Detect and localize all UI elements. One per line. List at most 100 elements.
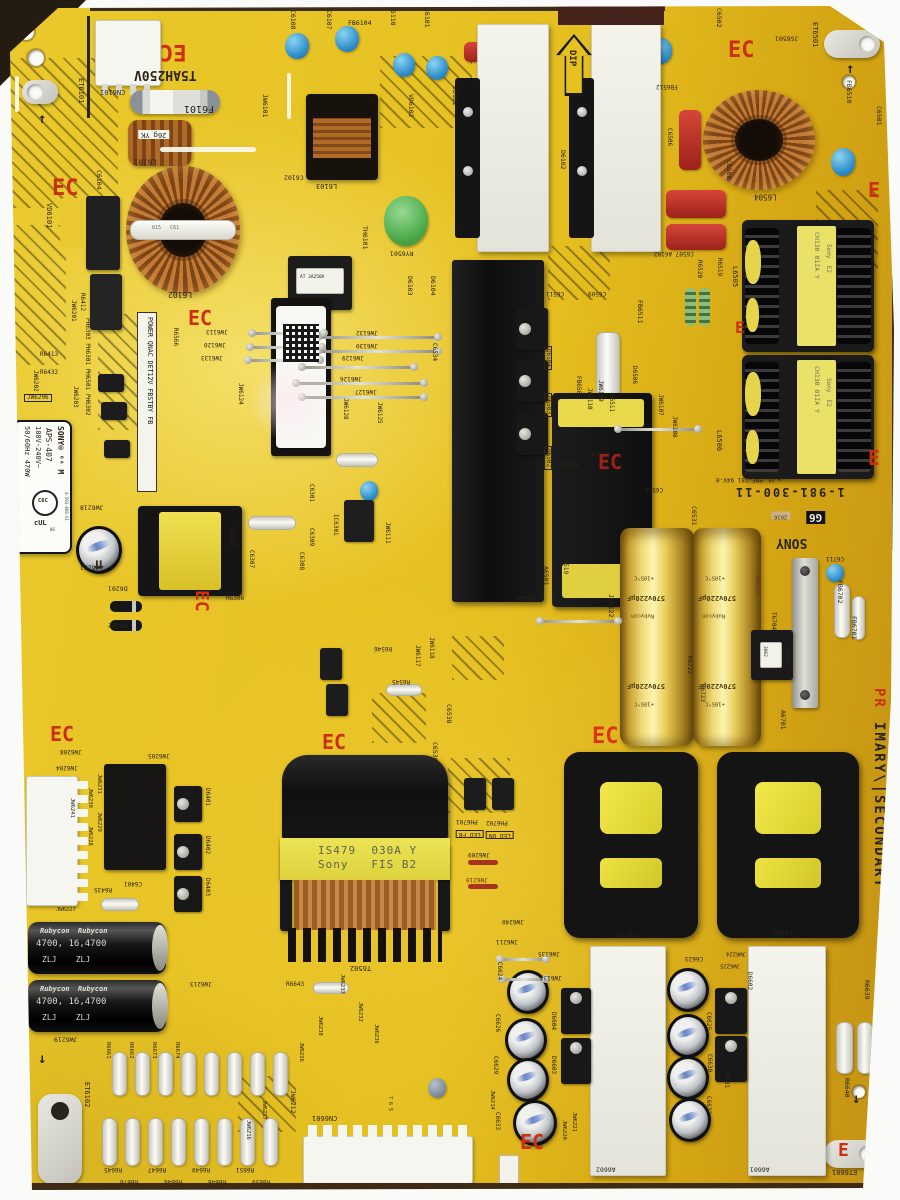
silkscreen-label: JW6109 bbox=[597, 380, 604, 402]
resistor-ceramic bbox=[834, 584, 850, 638]
optocoupler bbox=[492, 778, 514, 810]
capacitor-rubycon bbox=[28, 980, 168, 1032]
silkscreen-label: D6103 bbox=[406, 276, 414, 296]
silkscreen-label: C6401 bbox=[124, 880, 143, 887]
silkscreen-label: SONY® ᴳᴬ M bbox=[56, 426, 65, 475]
connector-cn6401 bbox=[26, 776, 88, 906]
silkscreen-label: D6202 bbox=[108, 621, 128, 630]
choke-l6103 bbox=[306, 94, 378, 180]
jumper-red bbox=[468, 860, 498, 865]
silkscreen-label: JW6231 bbox=[96, 774, 102, 794]
resistor bbox=[135, 1052, 150, 1096]
silkscreen-label: JW6216 bbox=[245, 1120, 251, 1140]
silkscreen-label: FB6702 bbox=[836, 580, 844, 604]
silkscreen-label: C6623 bbox=[685, 955, 704, 962]
silkscreen-label: IMARY\|SECONDARY bbox=[871, 722, 887, 889]
transformer-t6502-core bbox=[282, 755, 448, 843]
silkscreen-label: JW6232 bbox=[357, 1002, 363, 1022]
silkscreen-label: JW6125 bbox=[376, 402, 383, 424]
transistor-sot bbox=[104, 440, 130, 458]
trace-gloss bbox=[160, 147, 256, 152]
silkscreen-label: R6412 bbox=[79, 293, 86, 312]
silkscreen-label: FB6512 bbox=[656, 83, 678, 90]
silkscreen-label: C6C bbox=[38, 498, 48, 504]
label-strip bbox=[797, 360, 836, 474]
silkscreen-label: JW6132 bbox=[356, 329, 378, 336]
sony-sticker bbox=[12, 420, 72, 554]
silkscreen-label: CH130 01IA Y bbox=[813, 366, 821, 413]
solder-pad bbox=[853, 1086, 865, 1098]
resistor-white bbox=[386, 684, 422, 696]
resistor-white bbox=[336, 453, 378, 467]
silkscreen-label: ↓ bbox=[38, 1051, 47, 1067]
heatsink-white bbox=[590, 946, 666, 1176]
transistor bbox=[516, 360, 548, 402]
silkscreen-label: DIP bbox=[567, 50, 577, 67]
ic-soic bbox=[344, 500, 374, 542]
silkscreen-label: +105°C bbox=[634, 574, 654, 581]
silkscreen-label: C6501 bbox=[875, 106, 883, 126]
silkscreen-label: 4-593-668-01 bbox=[64, 492, 69, 521]
resistor bbox=[102, 1118, 117, 1166]
silkscreen-label: JW6213 bbox=[190, 980, 212, 987]
jumper-wire bbox=[536, 617, 622, 625]
silkscreen-label: CN6401 bbox=[15, 748, 23, 774]
silkscreen-label: C6545 bbox=[645, 486, 664, 493]
silkscreen-label: RY6501 bbox=[390, 249, 414, 258]
silkscreen-label: Q6504 bbox=[544, 346, 552, 371]
t6704-label bbox=[760, 642, 782, 668]
resistor bbox=[194, 1118, 209, 1166]
resistor bbox=[217, 1118, 232, 1166]
capacitor-c6201 bbox=[76, 526, 122, 574]
bracket-a6701 bbox=[792, 558, 818, 708]
silkscreen-label: JW6241 bbox=[69, 798, 75, 818]
silkscreen-label: CN6101 bbox=[100, 88, 126, 96]
toroid-l6504 bbox=[703, 90, 815, 190]
resistor bbox=[125, 1118, 140, 1166]
silkscreen-label: IC6301 bbox=[332, 514, 339, 536]
silkscreen-label: FB6505 bbox=[575, 376, 582, 398]
silkscreen-label: JW6208 bbox=[60, 748, 82, 755]
silkscreen-label: Rubycon bbox=[631, 612, 655, 619]
silkscreen-label: R6520 bbox=[696, 260, 703, 279]
resistor bbox=[148, 1118, 163, 1166]
silkscreen-label: C6629 bbox=[492, 1056, 499, 1075]
dark-strip-top bbox=[90, 6, 665, 11]
resistor-ceramic bbox=[836, 1022, 853, 1074]
diode bbox=[110, 601, 142, 612]
hatch-zone bbox=[372, 693, 426, 743]
silkscreen-label: CN6601 bbox=[312, 1114, 338, 1122]
silkscreen-label: ↑ bbox=[846, 61, 855, 77]
silkscreen-label: D6403 bbox=[204, 878, 211, 897]
silkscreen-label: E bbox=[735, 318, 745, 337]
silkscreen-label: Sony FIS B2 bbox=[318, 858, 418, 871]
wire-tape bbox=[745, 240, 761, 284]
silkscreen-label: PH6701 bbox=[456, 818, 478, 825]
jumper-red bbox=[468, 884, 498, 889]
capacitor-blue bbox=[335, 26, 359, 52]
datamatrix bbox=[283, 324, 319, 362]
silkscreen-label: Q6502 bbox=[544, 446, 552, 471]
silkscreen-label: Rubycon Rubycon bbox=[40, 927, 108, 935]
silkscreen-label: FB6104 bbox=[348, 19, 372, 27]
silkscreen-label: C6626 bbox=[494, 1014, 501, 1033]
wire-tape bbox=[746, 298, 759, 332]
silkscreen-label: C6104 bbox=[95, 170, 103, 190]
silkscreen-label: Q6503 bbox=[544, 393, 552, 418]
resistor bbox=[171, 1118, 186, 1166]
resistor bbox=[250, 1052, 265, 1096]
silkscreen-label: 1-981-300-11 bbox=[734, 485, 845, 499]
silkscreen-label: Sony E2 bbox=[825, 244, 832, 273]
resistor bbox=[240, 1118, 255, 1166]
silkscreen-label: C6507 A6102 bbox=[654, 250, 694, 257]
hatch-zone bbox=[548, 246, 610, 300]
mount-tab-bottom-left bbox=[38, 1094, 82, 1184]
mount-tab-top-right bbox=[824, 30, 880, 58]
silkscreen-label: L6102 bbox=[168, 290, 193, 299]
resistor-white bbox=[101, 898, 139, 911]
capacitor-blue bbox=[393, 53, 415, 77]
vd6101-tape bbox=[60, 198, 86, 248]
silkscreen-label: Sony E2 bbox=[825, 378, 832, 407]
silkscreen-label: JW6238 bbox=[317, 1016, 323, 1036]
capacitor-electrolytic bbox=[667, 1014, 709, 1058]
